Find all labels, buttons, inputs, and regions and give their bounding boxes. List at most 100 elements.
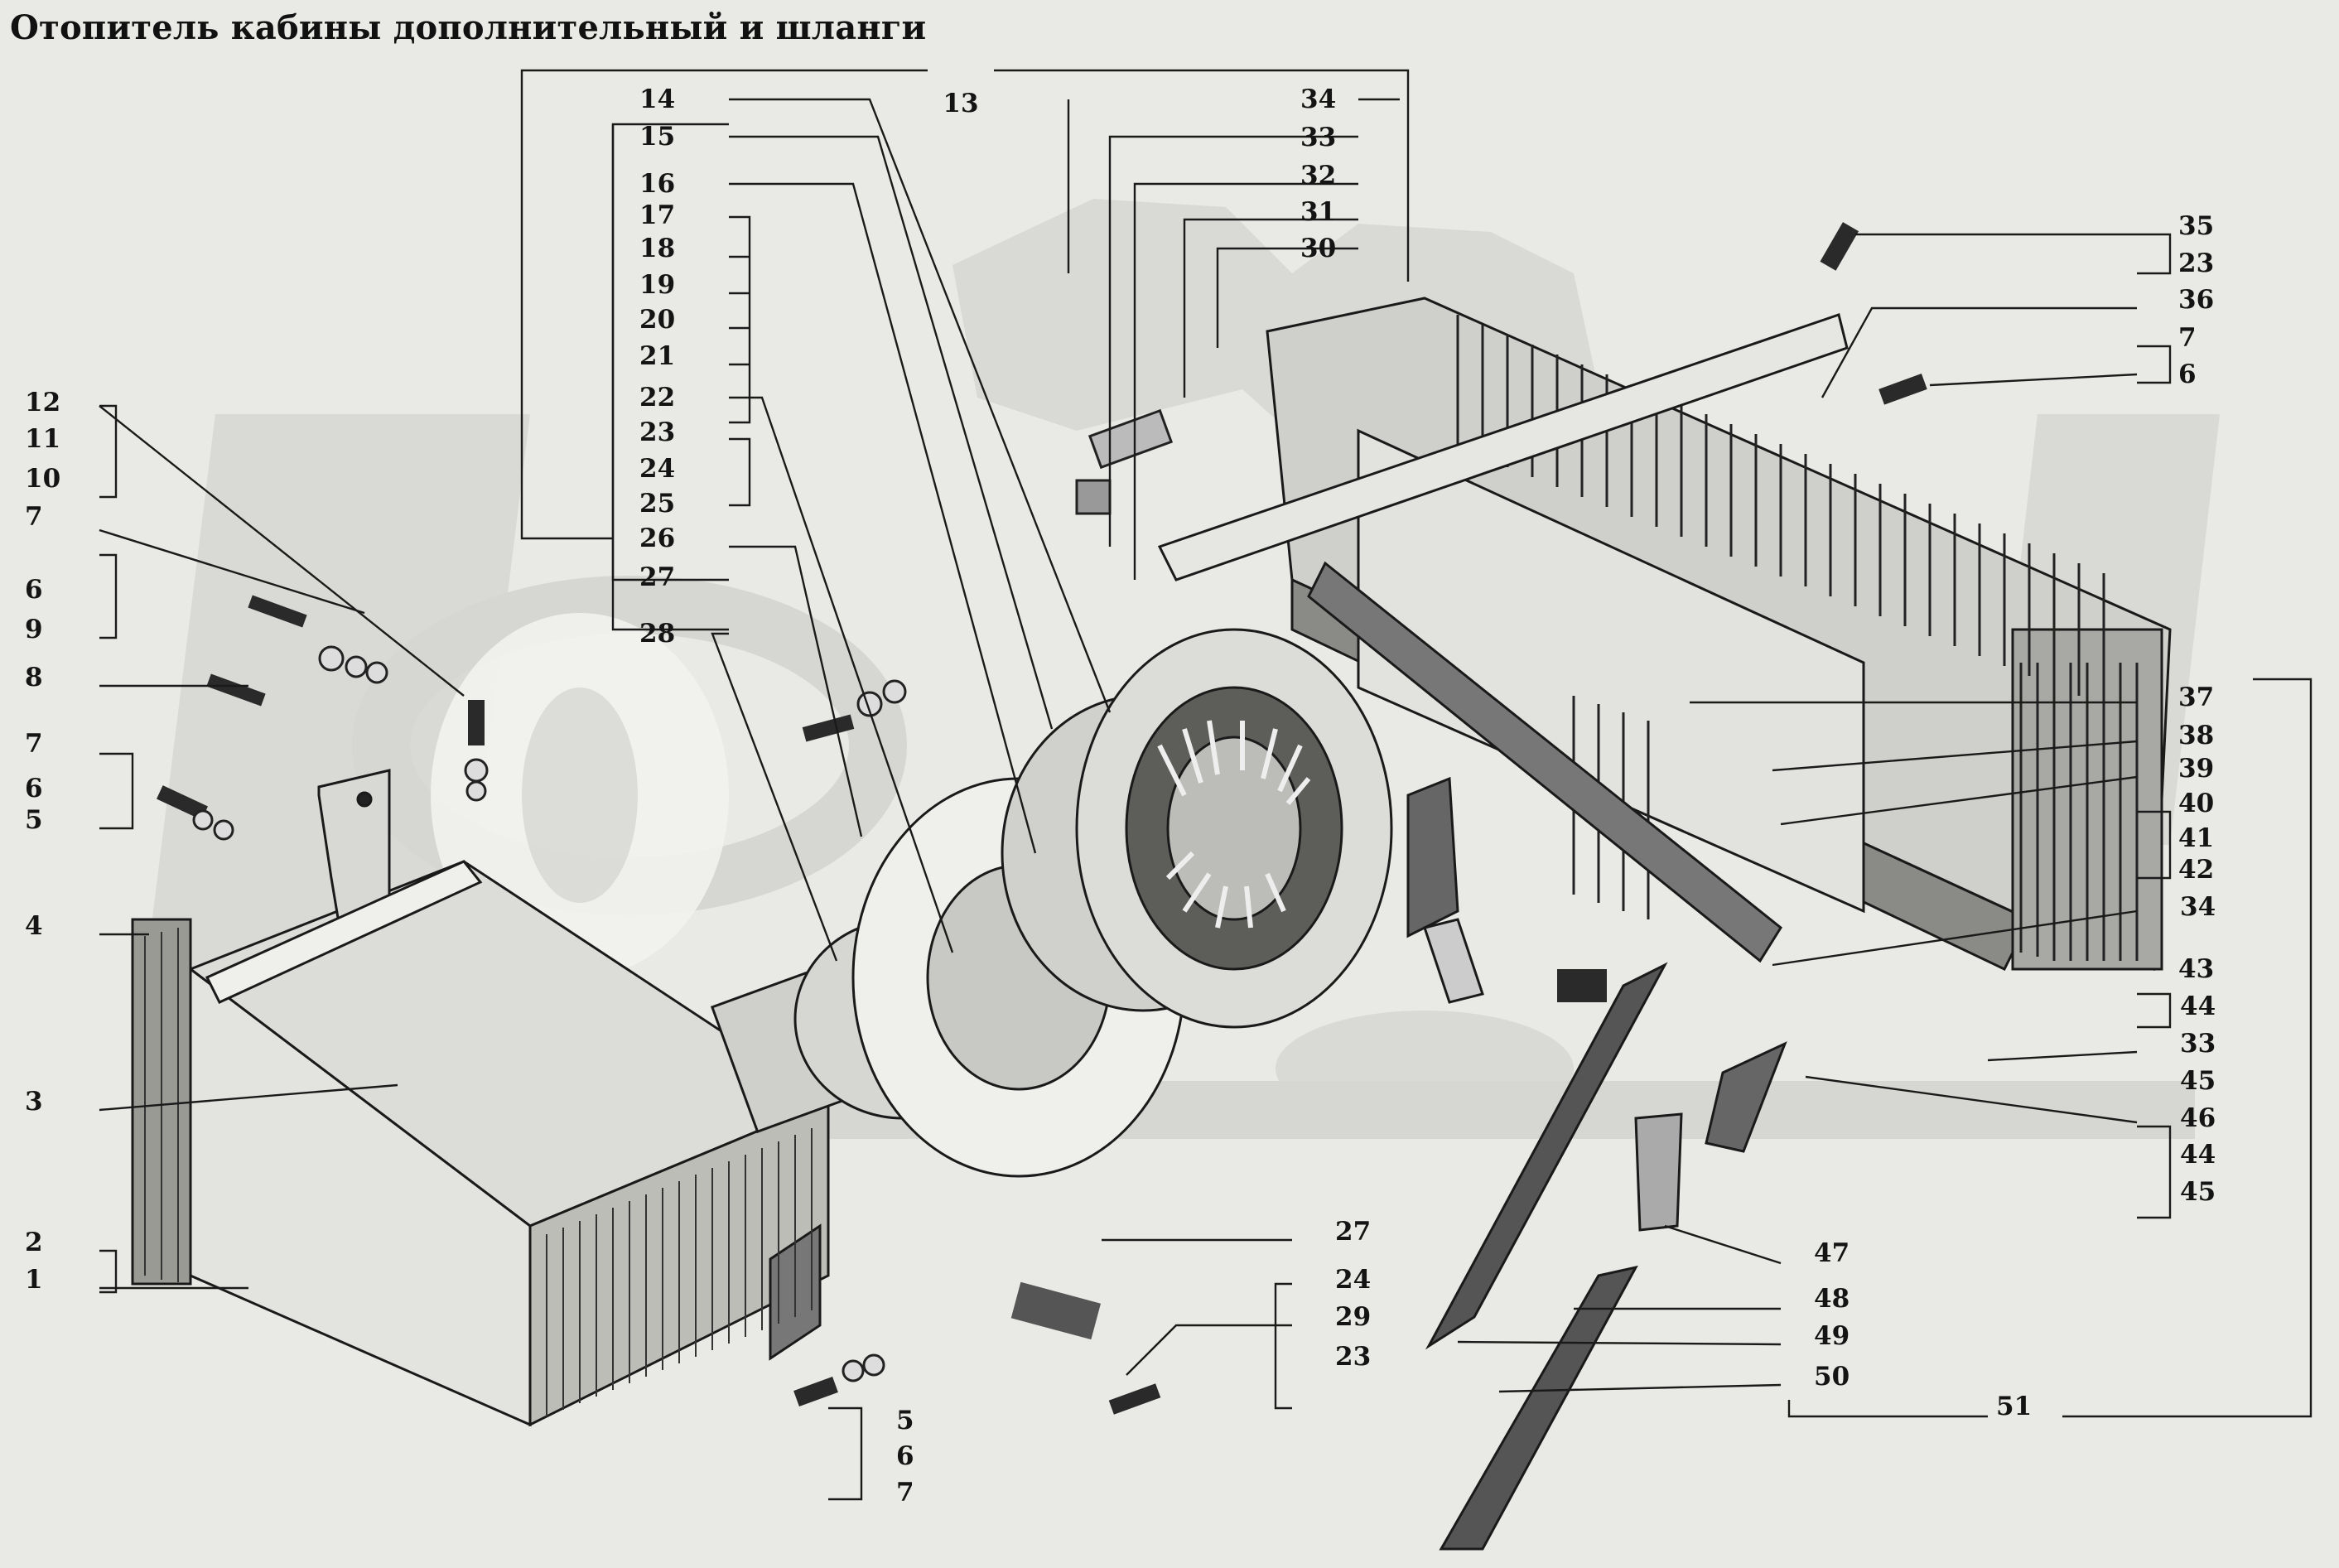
callout-label: 50 [1814,1362,1849,1392]
heater-core-fins [1456,315,2139,961]
callout-label: 28 [639,619,675,649]
callout-label: 7 [25,502,43,532]
leader-line [99,752,134,830]
callout-label: 51 [1996,1392,2032,1421]
leader-line [99,1083,398,1112]
callout-label: 6 [896,1441,914,1471]
leader-line [2062,678,2312,1418]
callout-label: 7 [2178,323,2197,353]
watermark-disc-inner [522,688,638,903]
callout-label: 6 [25,774,43,803]
leader-line [1108,135,1358,547]
callout-label: 7 [896,1478,914,1508]
callout-label: 36 [2178,285,2214,315]
leader-line [2137,1125,2172,1219]
callout-label: 38 [2178,721,2214,750]
leader-line [1787,1400,1988,1418]
callout-label: 26 [639,523,675,553]
callout-label: 13 [943,89,978,118]
callout-label: 20 [639,305,675,335]
leader-line [1780,775,2138,826]
leader-line [99,528,365,615]
callout-label: 35 [2178,211,2214,241]
callout-label: 31 [1300,197,1336,227]
callout-label: 48 [1814,1284,1849,1314]
callout-label: 25 [639,489,675,519]
leader-lines [99,69,2312,1501]
leader-line [520,69,928,540]
leader-line [1274,1282,1292,1410]
callout-label: 40 [2178,789,2214,818]
callout-label: 34 [1300,84,1336,114]
callout-label: 34 [2180,892,2216,922]
callout-label: 46 [2180,1103,2216,1133]
leader-line [729,182,1037,854]
callout-label: 5 [896,1406,914,1435]
callout-label: 1 [25,1265,43,1295]
leader-line [1821,306,2137,398]
leader-line [1067,98,1400,273]
leader-line [2137,345,2172,384]
callout-label: 29 [1335,1302,1371,1332]
leader-line [2137,233,2172,275]
leader-line [729,98,1112,713]
leader-line [1805,1075,2138,1124]
heater-fins [144,928,813,1416]
callout-label: 24 [1335,1265,1371,1295]
leader-line [2137,810,2172,880]
leader-line [99,404,118,499]
hose-assembly [1307,561,1787,1551]
leader-line [1133,182,1358,580]
leader-line [1498,1383,1782,1393]
leader-line [1183,218,1358,398]
leader-line [729,215,751,424]
leader-line [994,69,1410,282]
callout-label: 16 [639,169,675,199]
callout-label: 33 [2180,1029,2216,1059]
callout-label: 33 [1300,123,1336,152]
bracket-strip [205,860,483,1004]
fan-motor [710,628,1393,1178]
leader-line [2137,992,2172,1029]
callout-label: 9 [25,615,43,644]
leader-line [1772,740,2138,772]
callout-label: 11 [25,424,60,454]
callout-label: 27 [1335,1217,1371,1247]
callout-label: 3 [25,1087,43,1117]
leader-line [729,135,1054,730]
callout-label: 4 [25,911,43,941]
callout-label: 44 [2180,991,2216,1021]
callout-labels: 1234556667778910111213141516171819202122… [25,84,2216,1508]
callout-label: 23 [1335,1342,1371,1372]
small-parts [157,222,1927,1415]
page-title: Отопитель кабины дополнительный и шланги [10,8,927,47]
callout-label: 14 [639,84,675,114]
callout-label: 44 [2180,1140,2216,1170]
leader-line [1664,1224,1782,1265]
callout-label: 30 [1300,234,1336,263]
leader-line [1987,1050,2138,1062]
callout-label: 41 [2178,823,2214,853]
callout-label: 45 [2180,1177,2216,1207]
leader-line [1772,909,2138,967]
leader-line [99,553,118,639]
callout-label: 23 [2178,248,2214,278]
callout-label: 17 [639,200,675,230]
callout-label: 8 [25,663,43,692]
callout-label: 21 [639,341,675,371]
fan-impeller-blades [1157,720,1311,929]
callout-label: 15 [639,122,675,152]
callout-label: 22 [639,383,675,413]
leader-line [729,396,954,953]
leader-line [729,437,751,507]
strap [1157,313,1849,581]
callout-label: 6 [2178,359,2197,389]
leader-line [99,1249,118,1294]
callout-label: 49 [1814,1321,1849,1351]
callout-label: 12 [25,388,60,417]
leader-line [1126,1324,1292,1376]
leader-line [729,545,863,837]
callout-label: 43 [2178,954,2214,984]
